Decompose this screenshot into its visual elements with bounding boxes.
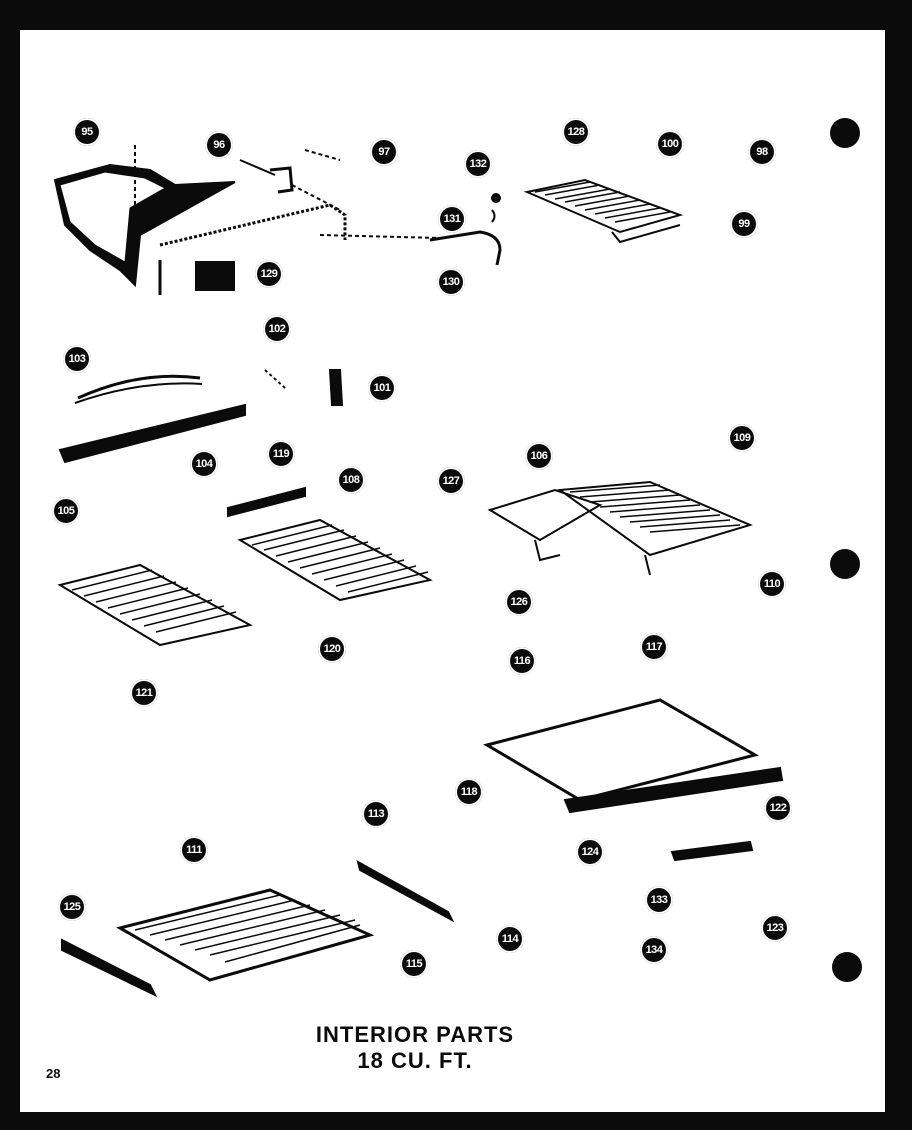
callout-label: 132 (469, 158, 487, 170)
callout-label: 134 (645, 944, 663, 956)
callout-113: 113 (362, 800, 390, 828)
callout-label: 130 (442, 276, 460, 288)
callout-label: 110 (763, 578, 781, 590)
callout-104: 104 (190, 450, 218, 478)
callout-label: 98 (756, 146, 768, 158)
glass-shelf-drawing (483, 698, 784, 814)
top-border (0, 0, 912, 30)
callout-label: 127 (442, 475, 460, 487)
callout-label: 106 (530, 450, 548, 462)
callout-110: 110 (758, 570, 786, 598)
callout-105: 105 (52, 497, 80, 525)
crisper-cover-drawing (61, 840, 754, 998)
callout-126: 126 (505, 588, 533, 616)
callout-108: 108 (337, 466, 365, 494)
diagram-title: INTERIOR PARTS 18 CU. FT. (300, 1022, 530, 1074)
callout-102: 102 (263, 315, 291, 343)
callout-127: 127 (437, 467, 465, 495)
callout-label: 105 (57, 505, 75, 517)
callout-101: 101 (368, 374, 396, 402)
wire-shelf-middle (227, 486, 433, 602)
shelf-rail-drawing (58, 369, 344, 464)
clip-parts-drawing (319, 193, 502, 266)
callout-label: 128 (567, 126, 585, 138)
callout-label: 96 (213, 139, 225, 151)
callout-label: 108 (342, 474, 360, 486)
callout-label: 114 (501, 933, 519, 945)
callout-124: 124 (576, 838, 604, 866)
callout-115: 115 (400, 950, 428, 978)
callout-95: 95 (73, 118, 101, 146)
callout-label: 99 (738, 218, 750, 230)
callout-125: 125 (58, 893, 86, 921)
callout-121: 121 (130, 679, 158, 707)
callout-132: 132 (464, 150, 492, 178)
callout-129: 129 (255, 260, 283, 288)
callout-label: 97 (378, 146, 390, 158)
callout-96: 96 (205, 131, 233, 159)
callout-label: 109 (733, 432, 751, 444)
callout-label: 122 (769, 802, 787, 814)
callout-99: 99 (730, 210, 758, 238)
bottom-border (0, 1112, 912, 1130)
callout-label: 118 (460, 786, 478, 798)
small-wire-shelf-top (523, 178, 684, 244)
right-border (885, 0, 912, 1130)
callout-label: 117 (645, 641, 663, 653)
wire-shelf-with-frame (487, 480, 753, 576)
callout-label: 126 (510, 596, 528, 608)
callout-128-top: 128 (562, 118, 590, 146)
callout-label: 111 (186, 844, 202, 856)
callout-103: 103 (63, 345, 91, 373)
callout-109: 109 (728, 424, 756, 452)
callout-130: 130 (437, 268, 465, 296)
callout-131: 131 (438, 205, 466, 233)
left-border (0, 0, 20, 1130)
callout-111: 111 (180, 836, 208, 864)
callout-label: 133 (650, 894, 668, 906)
callout-117: 117 (640, 633, 668, 661)
binder-hole-bottom (832, 952, 862, 982)
callout-label: 102 (268, 323, 286, 335)
callout-122: 122 (764, 794, 792, 822)
hinge-bracket-drawing (239, 149, 341, 211)
callout-120: 120 (318, 635, 346, 663)
callout-label: 129 (260, 268, 278, 280)
callout-106: 106 (525, 442, 553, 470)
wire-shelf-left (57, 563, 253, 647)
title-line-2: 18 CU. FT. (357, 1048, 473, 1073)
callout-label: 120 (323, 643, 341, 655)
callout-114: 114 (496, 925, 524, 953)
cabinet-section-drawing (53, 145, 347, 295)
callout-label: 116 (513, 655, 531, 667)
callout-label: 119 (272, 448, 290, 460)
title-line-1: INTERIOR PARTS (315, 1022, 515, 1047)
callout-134: 134 (640, 936, 668, 964)
callout-118: 118 (455, 778, 483, 806)
callout-100: 100 (656, 130, 684, 158)
callout-97: 97 (370, 138, 398, 166)
callout-116: 116 (508, 647, 536, 675)
callout-label: 123 (766, 922, 784, 934)
callout-123: 123 (761, 914, 789, 942)
callout-label: 103 (68, 353, 86, 365)
binder-hole-middle (830, 549, 860, 579)
callout-label: 115 (405, 958, 423, 970)
callout-label: 101 (373, 382, 391, 394)
callout-label: 113 (367, 808, 385, 820)
callout-98: 98 (748, 138, 776, 166)
callout-119: 119 (267, 440, 295, 468)
page-number: 28 (46, 1066, 61, 1081)
callout-label: 131 (443, 213, 461, 225)
callout-label: 104 (195, 458, 213, 470)
callout-label: 121 (135, 687, 153, 699)
callout-label: 124 (581, 846, 599, 858)
callout-label: 100 (661, 138, 679, 150)
binder-hole-top (830, 118, 860, 148)
callout-133: 133 (645, 886, 673, 914)
callout-label: 95 (81, 126, 93, 138)
callout-label: 125 (63, 901, 81, 913)
